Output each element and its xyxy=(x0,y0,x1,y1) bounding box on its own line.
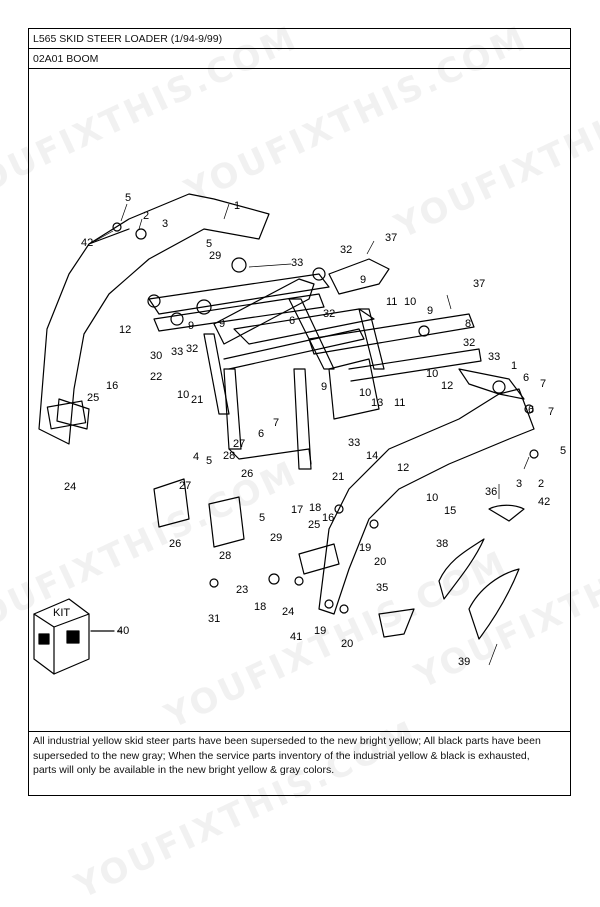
callout-11: 11 xyxy=(386,296,397,308)
callout-7: 7 xyxy=(540,378,546,390)
callout-33: 33 xyxy=(291,257,303,269)
callout-3: 3 xyxy=(516,478,522,490)
callout-18: 18 xyxy=(254,601,266,613)
callout-24: 24 xyxy=(64,481,76,493)
right-boom-arm xyxy=(318,388,535,615)
callout-21: 21 xyxy=(332,471,344,483)
cross-tube xyxy=(308,313,475,355)
callout-28: 28 xyxy=(219,550,231,562)
kit-box xyxy=(33,598,90,675)
callout-13: 13 xyxy=(371,397,383,409)
callout-5: 5 xyxy=(206,455,212,467)
callout-21: 21 xyxy=(191,394,203,406)
callout-36: 36 xyxy=(485,486,497,498)
callout-28: 28 xyxy=(223,450,235,462)
callout-31: 31 xyxy=(208,613,220,625)
callout-11: 11 xyxy=(394,397,405,409)
callout-2: 2 xyxy=(538,478,544,490)
callout-10: 10 xyxy=(359,387,371,399)
callout-26: 26 xyxy=(169,538,181,550)
callout-24: 24 xyxy=(282,606,294,618)
callout-20: 20 xyxy=(341,638,353,650)
callout-27: 27 xyxy=(179,480,191,492)
callout-6: 6 xyxy=(528,404,534,416)
callout-38: 38 xyxy=(436,538,448,550)
callout-5: 5 xyxy=(259,512,265,524)
callout-6: 6 xyxy=(289,315,295,327)
section-title: 02A01 BOOM xyxy=(29,49,570,69)
callout-17: 17 xyxy=(291,504,303,516)
left-upper-beam xyxy=(148,273,330,315)
callout-16: 16 xyxy=(106,380,118,392)
callout-5: 5 xyxy=(125,192,131,204)
callout-6: 6 xyxy=(258,428,264,440)
callout-10: 10 xyxy=(404,296,416,308)
callout-32: 32 xyxy=(463,337,475,349)
callout-12: 12 xyxy=(119,324,131,336)
callout-16: 16 xyxy=(322,512,334,524)
callout-5: 5 xyxy=(560,445,566,457)
callout-42: 42 xyxy=(81,237,93,249)
callout-29: 29 xyxy=(270,532,282,544)
callout-15: 15 xyxy=(444,505,456,517)
callout-37: 37 xyxy=(473,278,485,290)
callout-8: 8 xyxy=(465,318,471,330)
parts-sheet: L565 SKID STEER LOADER (1/94-9/99) 02A01… xyxy=(28,28,571,796)
callout-7: 7 xyxy=(273,417,279,429)
callout-19: 19 xyxy=(314,625,326,637)
callout-32: 32 xyxy=(186,343,198,355)
callout-25: 25 xyxy=(87,392,99,404)
callout-39: 39 xyxy=(458,656,470,668)
callout-30: 30 xyxy=(150,350,162,362)
callout-12: 12 xyxy=(441,380,453,392)
callout-20: 20 xyxy=(374,556,386,568)
callout-41: 41 xyxy=(290,631,302,643)
callout-2: 2 xyxy=(143,210,149,222)
callout-1: 1 xyxy=(511,360,517,372)
callout-32: 32 xyxy=(323,308,335,320)
callout-23: 23 xyxy=(236,584,248,596)
callout-1: 1 xyxy=(234,200,240,212)
callout-35: 35 xyxy=(376,582,388,594)
callout-5: 5 xyxy=(206,238,212,250)
callout-10: 10 xyxy=(177,389,189,401)
callout-33: 33 xyxy=(348,437,360,449)
callout-32: 32 xyxy=(340,244,352,256)
callout-14: 14 xyxy=(366,450,378,462)
callout-42: 42 xyxy=(538,496,550,508)
callout-40: 40 xyxy=(117,625,129,637)
supersession-note: All industrial yellow skid steer parts h… xyxy=(29,731,570,778)
callout-18: 18 xyxy=(309,502,321,514)
page-title: L565 SKID STEER LOADER (1/94-9/99) xyxy=(29,29,570,49)
callout-9: 9 xyxy=(188,320,194,332)
callout-22: 22 xyxy=(150,371,162,383)
callout-33: 33 xyxy=(171,346,183,358)
callout-29: 29 xyxy=(209,250,221,262)
callout-3: 3 xyxy=(162,218,168,230)
callout-10: 10 xyxy=(426,368,438,380)
kit-label: KIT xyxy=(53,607,70,619)
callout-6: 6 xyxy=(523,372,529,384)
callout-9: 9 xyxy=(321,381,327,393)
callout-9: 9 xyxy=(427,305,433,317)
center-frame xyxy=(213,278,315,345)
callout-9: 9 xyxy=(219,318,225,330)
callout-26: 26 xyxy=(241,468,253,480)
callout-27: 27 xyxy=(233,438,245,450)
callout-labels: 1122334555556666777899999101010101011111… xyxy=(53,192,566,668)
callout-9: 9 xyxy=(360,274,366,286)
callout-10: 10 xyxy=(426,492,438,504)
callout-33: 33 xyxy=(488,351,500,363)
callout-12: 12 xyxy=(397,462,409,474)
callout-4: 4 xyxy=(193,451,199,463)
callout-19: 19 xyxy=(359,542,371,554)
callout-37: 37 xyxy=(385,232,397,244)
left-boom-arm xyxy=(38,193,270,445)
callout-25: 25 xyxy=(308,519,320,531)
callout-7: 7 xyxy=(548,406,554,418)
